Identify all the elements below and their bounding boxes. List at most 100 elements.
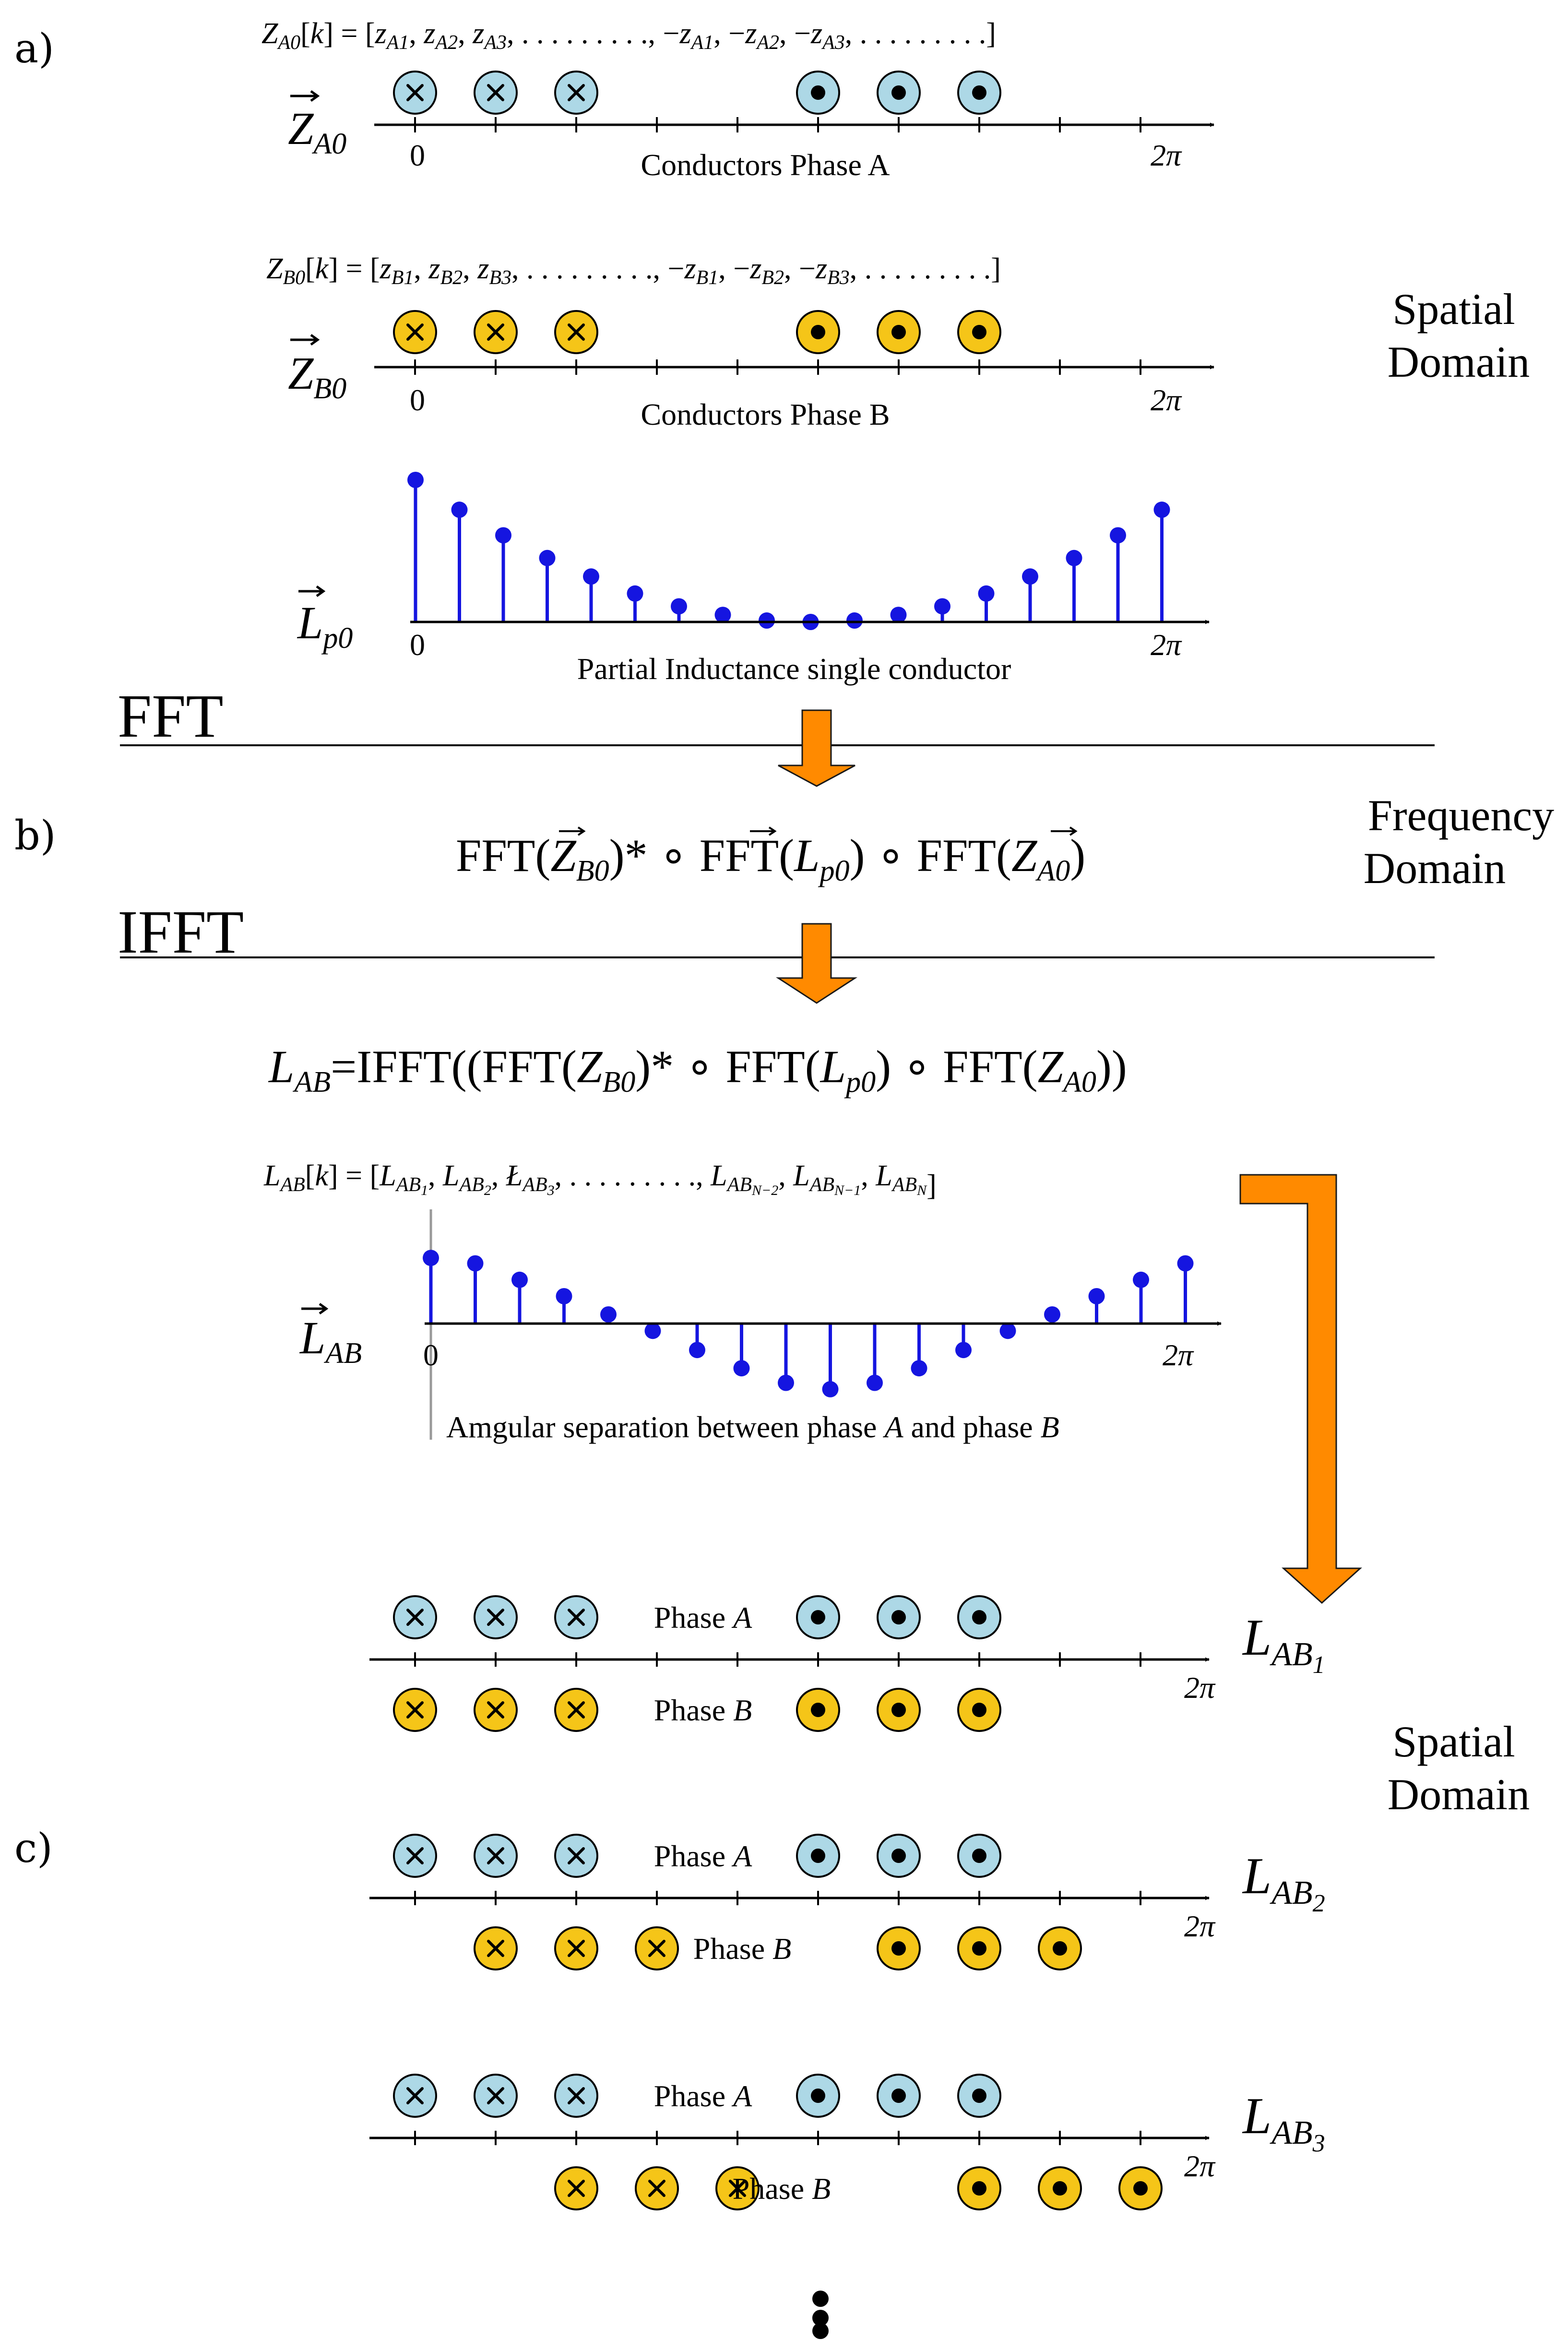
phase-a-seq-item-6: −zA2, [728, 17, 794, 54]
phase-a-ticks [414, 117, 1141, 132]
pair-2-phase-b-conductor-7 [957, 1926, 1001, 1970]
phase-a-seq-items: zA1, zA2, zA3, . . . . . . . . ., −zA1, … [375, 17, 986, 54]
section-a-label: a) [14, 25, 54, 72]
pair-2-phase-b-label: Phase B [693, 1932, 791, 1966]
frequency-domain-line2: Domain [1364, 844, 1506, 893]
pair-3-phase-b-label: Phase B [733, 2172, 831, 2206]
pair-3-phase-b-conductor-7 [1038, 2166, 1082, 2210]
phase-a-seq-item-8: . . . . . . . . . [860, 17, 986, 50]
lab-seq-item-3: ŁAB3, [506, 1159, 570, 1198]
pair-3-result-label: LAB3 [1242, 2088, 1325, 2157]
pair-2-phase-a-label: Phase A [654, 1839, 752, 1873]
pair-1-phase-b-conductor-2 [474, 1688, 518, 1732]
pair-2-phase-a-conductor-7 [877, 1834, 921, 1878]
lp0-point-8 [714, 607, 731, 623]
pair-2-phase-b-conductor-3 [635, 1926, 679, 1970]
lab-point-1 [423, 1250, 439, 1266]
lab-point-13 [955, 1342, 972, 1359]
phase-a-two-pi-tick: 2π [1151, 138, 1182, 172]
pair-3-phase-b-conductor-8 [1118, 2166, 1163, 2210]
fft-formula-vector-arrows [559, 826, 1078, 836]
phase-b-seq-sub: B0 [283, 267, 305, 289]
lab-stem-chart [423, 1250, 1194, 1397]
pair-1-phase-a-conductor-7 [877, 1595, 921, 1639]
phase-a-vector-sub: A0 [311, 128, 346, 160]
phase-b-seq-item-5: −zB1, [667, 252, 733, 289]
pair-3-phase-a-label: Phase A [654, 2079, 752, 2113]
lp0-point-15 [1022, 568, 1038, 585]
pair-2-phase-b-conductor-2 [554, 1926, 598, 1970]
pair-1-phase-b-conductor-7 [877, 1688, 921, 1732]
lab-point-4 [556, 1288, 572, 1304]
phase-b-conductor-2-into [474, 310, 518, 354]
lab-point-5 [600, 1306, 617, 1323]
pair-1-phase-b-label: Phase B [654, 1693, 752, 1727]
lab-point-14 [999, 1323, 1016, 1339]
pair-3-phase-b-conductor-6 [957, 2166, 1001, 2210]
lp0-point-7 [671, 598, 687, 615]
lp0-vector-label: Lp0 [297, 597, 353, 655]
phase-b-conductor-8-out [957, 310, 1001, 354]
pair-2-phase-a-conductor-1 [393, 1834, 437, 1878]
spatial-domain-bottom-line2: Domain [1388, 1770, 1530, 1819]
lp0-point-11 [846, 612, 863, 629]
lab-point-7 [689, 1342, 705, 1359]
pair-1-phase-b-conductor-6 [796, 1688, 840, 1732]
phase-b-seq-items: zB1, zB2, zB3, . . . . . . . . ., −zB1, … [380, 252, 991, 289]
spatial-domain-bottom-line1: Spatial [1392, 1717, 1515, 1766]
phase-a-conductor-2-into [474, 71, 518, 115]
phase-b-sequence: ZB0[k] = [zB1, zB2, zB3, . . . . . . . .… [266, 252, 1001, 289]
phase-b-conductor-7-out [877, 310, 921, 354]
pair-2-phase-b-conductor-6 [877, 1926, 921, 1970]
phase-b-caption: Conductors Phase B [641, 397, 890, 431]
phase-a-seq-name: Z [261, 17, 278, 50]
phase-a-zero-tick: 0 [410, 138, 425, 172]
lp0-point-17 [1110, 527, 1126, 544]
lab-formula: LAB=IFFT((FFT(ZB0)* ∘ FFT(Lp0) ∘ FFT(ZA0… [268, 1041, 1127, 1098]
lab-point-9 [778, 1374, 794, 1391]
lab-formula-lhs-name: L [268, 1041, 294, 1092]
spatial-domain-top-line1: Spatial [1392, 285, 1515, 334]
phase-b-seq-item-6: −zB2, [733, 252, 799, 289]
pair-3-phase-a-conductor-8 [957, 2074, 1001, 2118]
phase-a-conductor-3-into [554, 71, 598, 115]
phase-a-vector-label: ZA0 [288, 103, 346, 160]
lp0-zero-tick: 0 [410, 628, 425, 662]
phase-a-conductor-7-out [877, 71, 921, 115]
phase-a-seq-item-4: . . . . . . . . ., [522, 17, 663, 50]
pair-3-phase-b-conductor-2 [635, 2166, 679, 2210]
pair-2-phase-a-conductor-8 [957, 1834, 1001, 1878]
fft-product-formula: FFT(ZB0)* ∘ FFT(Lp0) ∘ FFT(ZA0) [456, 830, 1085, 887]
pair-1-phase-a-label: Phase A [654, 1600, 752, 1635]
section-c-label: c) [14, 1825, 53, 1872]
lab-seq-item-6: LABN−1, [793, 1159, 876, 1198]
lab-point-16 [1088, 1288, 1105, 1304]
lp0-vector-arrow [298, 585, 326, 597]
lab-seq-item-5: LABN−2, [710, 1159, 793, 1198]
pair-1-phase-b-conductor-8 [957, 1688, 1001, 1732]
phase-a-caption: Conductors Phase A [641, 148, 890, 182]
phase-a-seq-item-3: zA3, [472, 17, 522, 54]
phase-b-conductor-1-into [393, 310, 437, 354]
lp0-point-1 [407, 472, 424, 488]
lp0-point-2 [451, 501, 468, 518]
spatial-domain-bottom-label: Spatial Domain [1388, 1717, 1530, 1819]
lab-vector-name: L [299, 1312, 325, 1363]
phase-a-seq-item-1: zA1, [375, 17, 424, 54]
phase-b-seq-item-3: zB3, [477, 252, 526, 289]
phase-a-vector-arrow [290, 90, 320, 102]
pair-2-phase-b-conductor-8 [1038, 1926, 1082, 1970]
lab-point-6 [644, 1323, 661, 1339]
fft-down-arrow [778, 709, 855, 787]
lp0-vector-name: L [297, 597, 323, 648]
lab-to-pairs-arrow [1239, 1174, 1362, 1604]
continuation-dots [812, 2291, 829, 2339]
pair-1-result-label: LAB1 [1242, 1609, 1325, 1679]
continuation-dot-1 [812, 2291, 829, 2307]
lab-vector-arrow [301, 1302, 329, 1315]
phase-b-seq-item-1: zB1, [380, 252, 429, 289]
lp0-point-4 [539, 549, 556, 566]
